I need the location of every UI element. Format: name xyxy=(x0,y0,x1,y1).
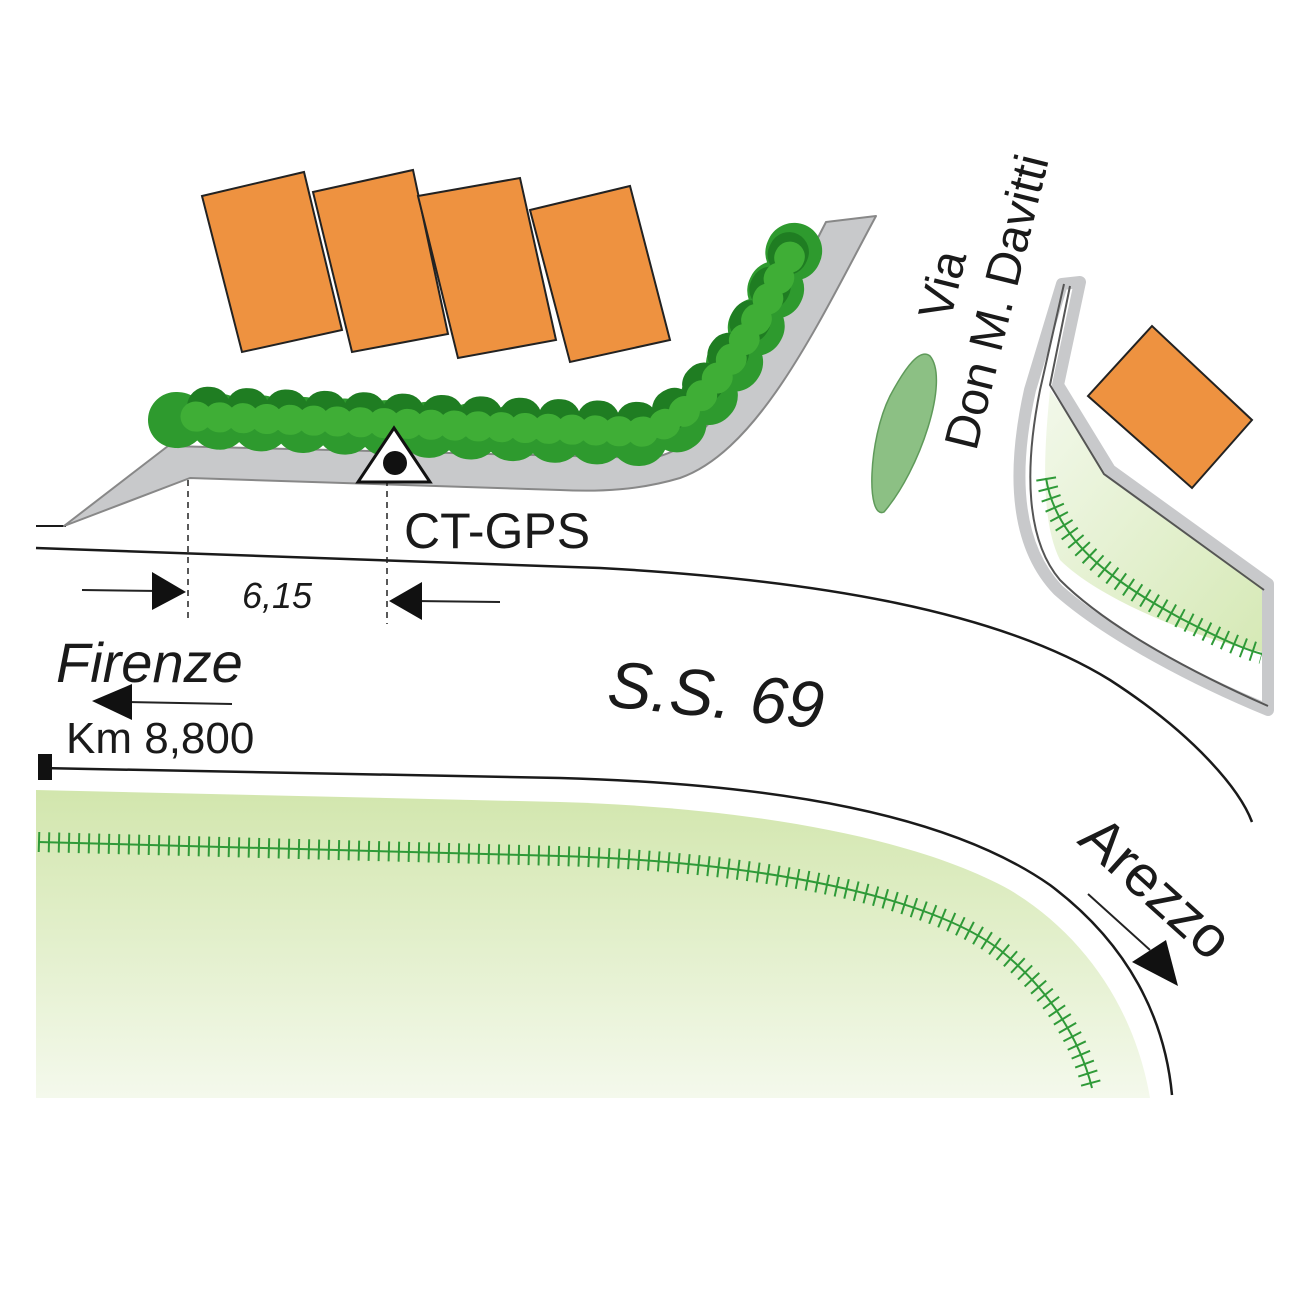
sidewalk-east xyxy=(1013,276,1274,716)
dot-icon xyxy=(383,451,407,475)
kilometer-label: Km 8,800 xyxy=(66,714,254,763)
dimension-arrow-right-shaft xyxy=(413,600,501,603)
building-5 xyxy=(1086,324,1254,490)
west-arrow-shaft xyxy=(125,701,233,705)
building-4 xyxy=(528,184,672,364)
sidewalk-east-inner-edge xyxy=(1048,285,1265,591)
building-3 xyxy=(416,176,558,360)
distance-label: 6,15 xyxy=(242,575,313,616)
station-label: CT-GPS xyxy=(404,503,590,559)
building-1 xyxy=(200,170,344,354)
building-row xyxy=(200,168,672,364)
hedge xyxy=(148,210,828,467)
grass-edge-east xyxy=(1045,477,1263,655)
building-2 xyxy=(311,168,450,354)
gps-station-marker xyxy=(355,425,433,484)
grass-edge-south xyxy=(37,841,1093,1089)
grass-field-south xyxy=(36,790,1150,1098)
dimension-arrow-left-head xyxy=(152,572,186,610)
dimension-arrow-right-head xyxy=(389,582,422,620)
road-name-label: S.S. 69 xyxy=(605,646,828,742)
west-arrow-head xyxy=(92,684,132,720)
east-arrow-shaft xyxy=(1087,893,1151,951)
west-destination-label: Firenze xyxy=(56,631,243,694)
east-arrow-head xyxy=(1132,940,1178,986)
road-edge-north xyxy=(35,546,1254,823)
sidewalk-east-outer-edge xyxy=(1029,283,1269,707)
road-edge-south xyxy=(39,766,1174,1096)
shrub xyxy=(871,353,938,514)
dimension-arrow-left-shaft xyxy=(81,589,161,592)
kilometer-marker xyxy=(38,754,52,780)
grass-field-east xyxy=(1045,390,1262,652)
